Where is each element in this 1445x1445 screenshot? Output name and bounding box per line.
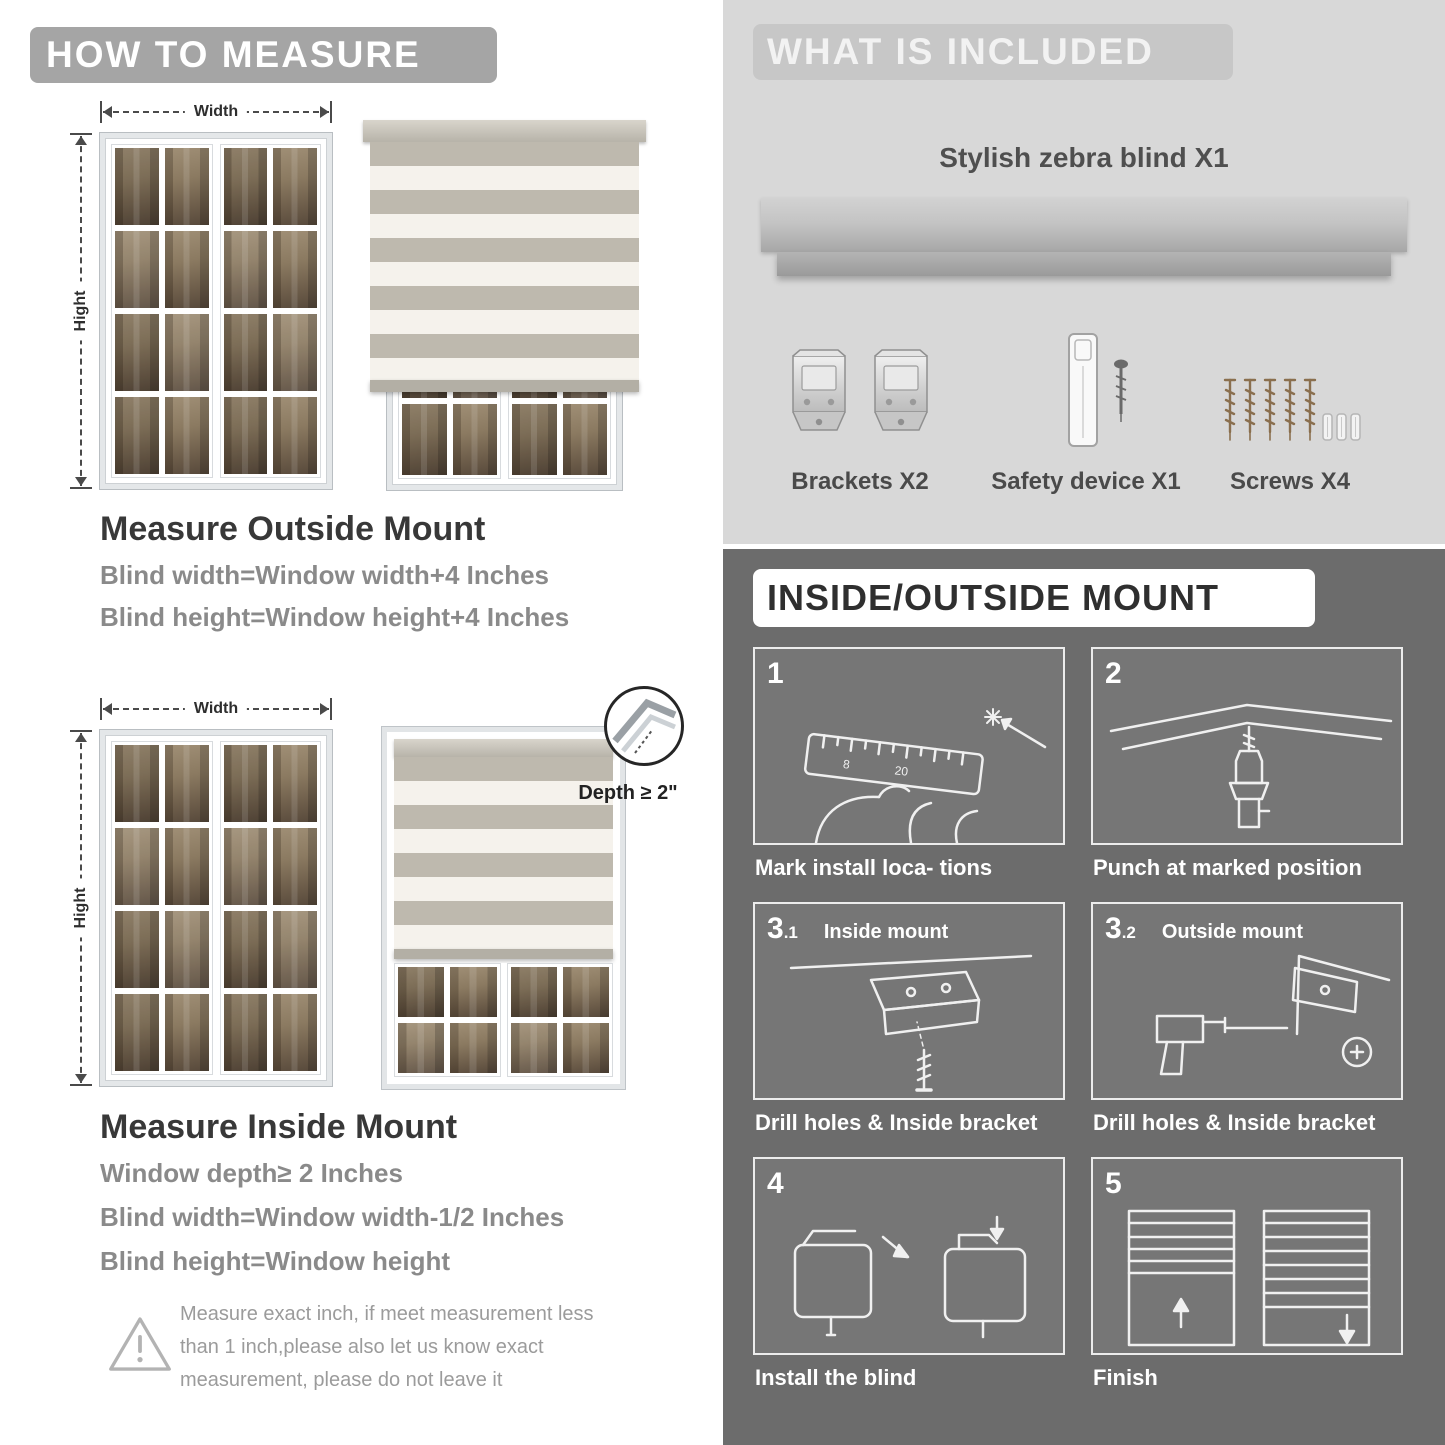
brackets-icon: [792, 349, 928, 431]
step-3-2-number: 3.2 Outside mount: [1105, 912, 1303, 945]
step-1-caption: Mark install loca- tions: [755, 855, 993, 880]
screws-label: Screws X4: [1229, 468, 1351, 495]
width-label-inside: Width: [184, 700, 248, 718]
width-arrow-outside: Width: [100, 101, 332, 123]
measure-note: Measure exact inch, if meet measurement …: [180, 1303, 594, 1391]
inside-mount-line-2: Blind width=Window width-1/2 Inches: [100, 1202, 565, 1232]
how-to-measure-section: HOW TO MEASURE Width Hight: [0, 0, 710, 1445]
drill-ceiling-illustration: [1109, 703, 1393, 829]
window-photo-outside: [100, 133, 332, 489]
install-blind-illustration: [793, 1215, 1027, 1339]
step-4-caption: Install the blind: [755, 1365, 917, 1390]
height-arrow-inside: Hight: [70, 730, 92, 1086]
inside-mount-line-3: Blind height=Window height: [100, 1246, 450, 1276]
mount-title: INSIDE/OUTSIDE MOUNT: [767, 577, 1220, 618]
outside-bracket-illustration: [1155, 954, 1391, 1076]
outside-mount-line-2: Blind height=Window height+4 Inches: [100, 602, 570, 632]
step-3-1-caption: Drill holes & Inside bracket: [755, 1110, 1038, 1135]
step-3-1-number: 3.1 Inside mount: [767, 912, 949, 945]
step-1-panel: 1 8 20: [753, 647, 1065, 845]
what-is-included-section: WHAT IS INCLUDED Stylish zebra blind X1: [723, 0, 1445, 544]
step-4-panel: 4: [753, 1157, 1065, 1355]
step-2-caption: Punch at marked position: [1093, 855, 1362, 880]
outside-mount-line-1: Blind width=Window width+4 Inches: [100, 560, 549, 590]
blind-headrail-image: [761, 198, 1407, 252]
product-label: Stylish zebra blind X1: [939, 142, 1229, 173]
step-3-2-caption: Drill holes & Inside bracket: [1093, 1110, 1376, 1135]
step-2-panel: 2: [1091, 647, 1403, 845]
step-2-number: 2: [1105, 657, 1122, 690]
what-is-included-banner: WHAT IS INCLUDED: [753, 24, 1233, 80]
height-arrow-outside: Hight: [70, 133, 92, 489]
inside-mount-title: Measure Inside Mount: [100, 1108, 458, 1146]
width-arrow-inside: Width: [100, 698, 332, 720]
step-1-number: 1: [767, 657, 784, 690]
warning-icon: [109, 1317, 171, 1371]
inside-mount-line-1: Window depth≥ 2 Inches: [100, 1158, 403, 1188]
depth-magnifier: [604, 686, 684, 766]
mount-instructions-section: INSIDE/OUTSIDE MOUNT 1 8 20: [723, 549, 1445, 1445]
step-4-number: 4: [767, 1167, 784, 1200]
how-to-measure-banner: HOW TO MEASURE: [30, 27, 497, 83]
window-sash: [394, 963, 501, 1077]
brackets-label: Brackets X2: [791, 468, 929, 495]
window-sash: [111, 741, 213, 1075]
outside-mount-figure: [363, 120, 646, 490]
blind-cassette: [394, 739, 613, 757]
width-label-outside: Width: [184, 103, 248, 121]
how-to-measure-title: HOW TO MEASURE: [46, 34, 421, 75]
screws-icon: [1223, 378, 1361, 442]
window-sash: [219, 144, 321, 478]
height-label-outside: Hight: [72, 281, 90, 341]
inside-mount-figure: [382, 727, 625, 1089]
safety-device-icon: [1068, 333, 1128, 447]
mount-banner: INSIDE/OUTSIDE MOUNT: [753, 569, 1315, 627]
window-photo-inside: [100, 730, 332, 1086]
svg-text:8: 8: [842, 757, 851, 772]
window-sash: [506, 963, 613, 1077]
frame-corner-detail: [612, 698, 677, 754]
mark-location-illustration: 8 20: [803, 708, 1047, 843]
window-lower-panes: [394, 963, 613, 1077]
step-3-1-title: Inside mount: [823, 921, 949, 943]
depth-label: Depth ≥ 2": [578, 782, 678, 804]
blind-bottom-rail: [394, 949, 613, 959]
blind-valance-image: [777, 252, 1391, 276]
step-5-panel: 5: [1091, 1157, 1403, 1355]
safety-device-label: Safety device X1: [991, 468, 1181, 495]
step-3-1-panel: 3.1 Inside mount: [753, 902, 1065, 1100]
inside-bracket-illustration: [789, 954, 1033, 1092]
step-3-2-panel: 3.2 Outside mount: [1091, 902, 1403, 1100]
height-label-inside: Hight: [72, 878, 90, 938]
step-5-caption: Finish: [1093, 1365, 1158, 1390]
step-3-2-title: Outside mount: [1161, 921, 1303, 943]
zebra-blind-fabric: [394, 757, 613, 949]
blind-bottom-rail: [370, 380, 639, 392]
zebra-blind-fabric: [370, 142, 639, 380]
what-is-included-title: WHAT IS INCLUDED: [767, 31, 1154, 72]
window-sash: [111, 144, 213, 478]
step-5-number: 5: [1105, 1167, 1122, 1200]
svg-text:20: 20: [894, 763, 909, 779]
window-sash: [219, 741, 321, 1075]
outside-mount-title: Measure Outside Mount: [100, 510, 486, 548]
blind-cassette: [363, 120, 646, 142]
finish-illustration: [1127, 1209, 1371, 1347]
